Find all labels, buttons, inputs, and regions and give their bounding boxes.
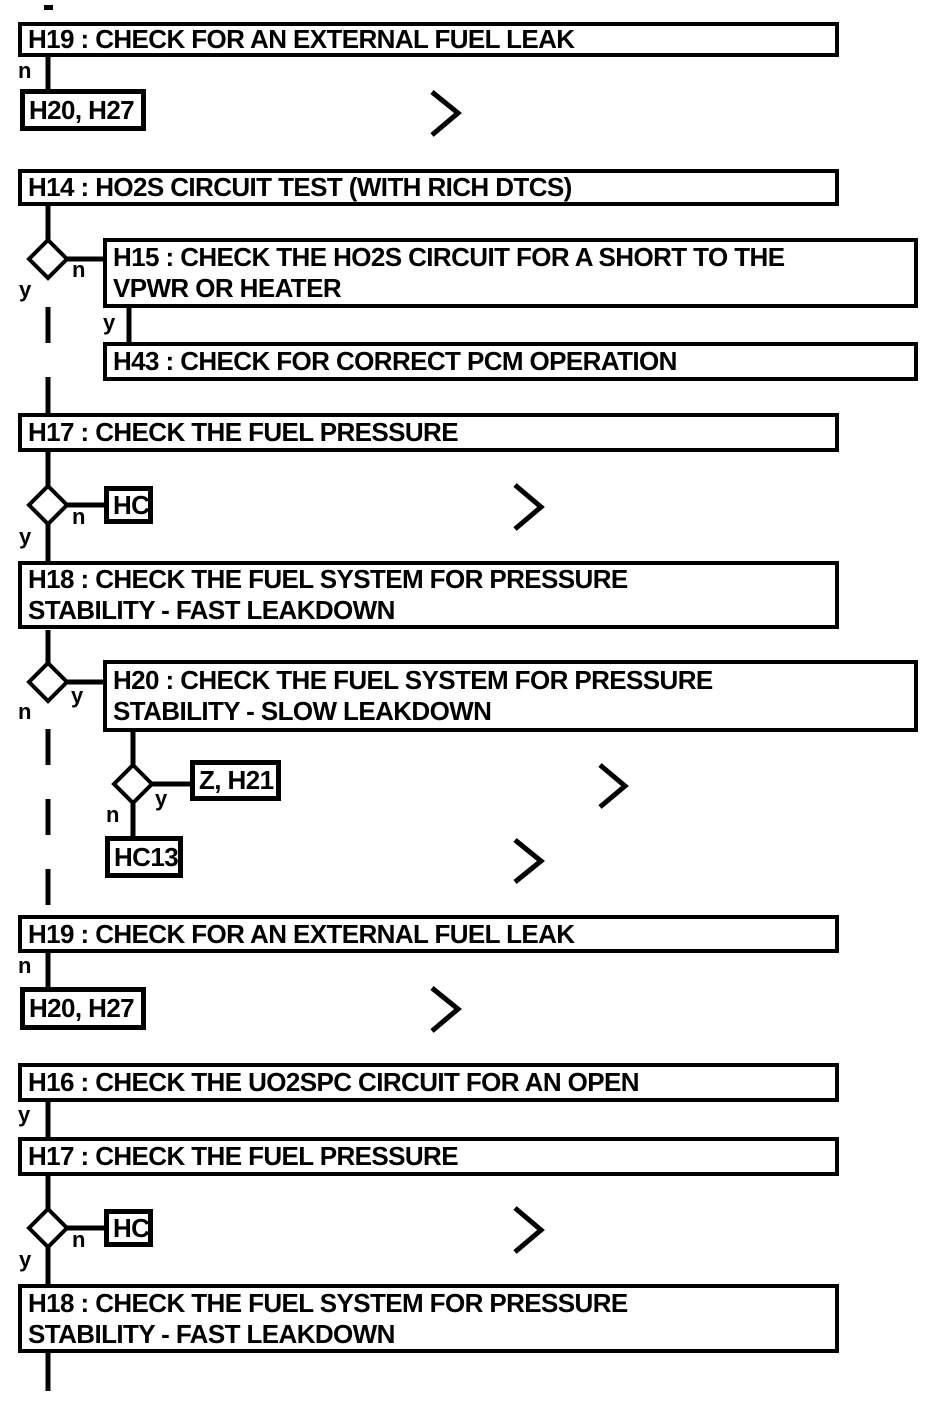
node-label: Z, H21 bbox=[199, 765, 274, 795]
branch-label-yes: y bbox=[155, 786, 168, 811]
continue-arrow-icon bbox=[430, 90, 462, 137]
node-h43: H43 : CHECK FOR CORRECT PCM OPERATION bbox=[103, 342, 918, 381]
node-label-line2: STABILITY - FAST LEAKDOWN bbox=[28, 595, 395, 625]
branch-label-no: n bbox=[18, 953, 32, 978]
node-label: H17 : CHECK THE FUEL PRESSURE bbox=[28, 1141, 459, 1171]
continue-arrow-icon bbox=[513, 838, 545, 884]
branch-label-no: n bbox=[106, 802, 120, 827]
node-label-line1: H15 : CHECK THE HO2S CIRCUIT FOR A SHORT… bbox=[113, 242, 785, 272]
node-label-line1: H18 : CHECK THE FUEL SYSTEM FOR PRESSURE bbox=[28, 1287, 628, 1318]
node-h15: H15 : CHECK THE HO2S CIRCUIT FOR A SHORT… bbox=[103, 238, 918, 308]
node-label: H19 : CHECK FOR AN EXTERNAL FUEL LEAK bbox=[28, 918, 575, 949]
decision-diamond bbox=[26, 483, 70, 527]
node-label: H17 : CHECK THE FUEL PRESSURE bbox=[28, 417, 459, 447]
decision-diamond bbox=[26, 660, 70, 704]
node-h17-top: H17 : CHECK THE FUEL PRESSURE bbox=[18, 413, 839, 452]
continue-arrow-icon bbox=[513, 1206, 545, 1254]
node-h14: H14 : HO2S CIRCUIT TEST (WITH RICH DTCS) bbox=[18, 169, 839, 206]
branch-label-yes: y bbox=[18, 1102, 31, 1127]
node-hc13: HC13 bbox=[105, 836, 183, 878]
branch-label-yes: y bbox=[19, 524, 32, 549]
dashed-line-remnant bbox=[44, 5, 53, 10]
node-label: H14 : HO2S CIRCUIT TEST (WITH RICH DTCS) bbox=[28, 172, 572, 202]
node-h17-bottom: H17 : CHECK THE FUEL PRESSURE bbox=[18, 1137, 839, 1176]
branch-label-yes: y bbox=[71, 683, 84, 708]
branch-label-no: n bbox=[18, 699, 32, 724]
branch-label-no: n bbox=[72, 1227, 86, 1252]
branch-label-no: n bbox=[72, 257, 86, 282]
node-label: HC bbox=[113, 1212, 150, 1243]
node-hc-top: HC bbox=[104, 486, 153, 524]
node-h18-bottom: H18 : CHECK THE FUEL SYSTEM FOR PRESSURE… bbox=[18, 1284, 839, 1353]
node-label: H16 : CHECK THE UO2SPC CIRCUIT FOR AN OP… bbox=[28, 1067, 640, 1097]
node-h16: H16 : CHECK THE UO2SPC CIRCUIT FOR AN OP… bbox=[18, 1063, 839, 1102]
decision-diamond bbox=[26, 237, 70, 281]
continue-arrow-icon bbox=[598, 763, 629, 809]
node-h20-slow: H20 : CHECK THE FUEL SYSTEM FOR PRESSURE… bbox=[103, 660, 918, 732]
node-label: H19 : CHECK FOR AN EXTERNAL FUEL LEAK bbox=[28, 24, 575, 54]
node-label: H20, H27 bbox=[29, 94, 135, 125]
node-label: HC13 bbox=[114, 841, 179, 872]
decision-diamond bbox=[26, 1206, 70, 1250]
branch-label-no: n bbox=[18, 58, 32, 83]
continue-arrow-icon bbox=[513, 483, 545, 531]
node-label-line2: STABILITY - FAST LEAKDOWN bbox=[28, 1318, 395, 1349]
branch-label-yes: y bbox=[103, 310, 116, 335]
node-label: HC bbox=[113, 489, 150, 520]
node-h20-h27-bottom: H20, H27 bbox=[20, 987, 146, 1030]
node-h18-top: H18 : CHECK THE FUEL SYSTEM FOR PRESSURE… bbox=[18, 561, 839, 629]
node-h20-h27-top: H20, H27 bbox=[20, 89, 146, 131]
continue-arrow-icon bbox=[430, 986, 462, 1033]
branch-label-yes: y bbox=[19, 1247, 32, 1272]
node-label-line2: VPWR OR HEATER bbox=[113, 273, 342, 303]
node-label-line1: H18 : CHECK THE FUEL SYSTEM FOR PRESSURE bbox=[28, 564, 628, 594]
node-label-line2: STABILITY - SLOW LEAKDOWN bbox=[113, 696, 492, 726]
node-z-h21: Z, H21 bbox=[190, 760, 281, 801]
decision-diamond bbox=[111, 762, 155, 806]
node-h19-bottom: H19 : CHECK FOR AN EXTERNAL FUEL LEAK bbox=[18, 915, 839, 953]
node-h19-top: H19 : CHECK FOR AN EXTERNAL FUEL LEAK bbox=[18, 22, 839, 57]
node-label-line1: H20 : CHECK THE FUEL SYSTEM FOR PRESSURE bbox=[113, 665, 713, 695]
node-hc-bottom: HC bbox=[104, 1209, 153, 1247]
branch-label-no: n bbox=[72, 504, 86, 529]
node-label: H20, H27 bbox=[29, 993, 135, 1023]
branch-label-yes: y bbox=[19, 277, 32, 302]
node-label: H43 : CHECK FOR CORRECT PCM OPERATION bbox=[113, 346, 677, 376]
